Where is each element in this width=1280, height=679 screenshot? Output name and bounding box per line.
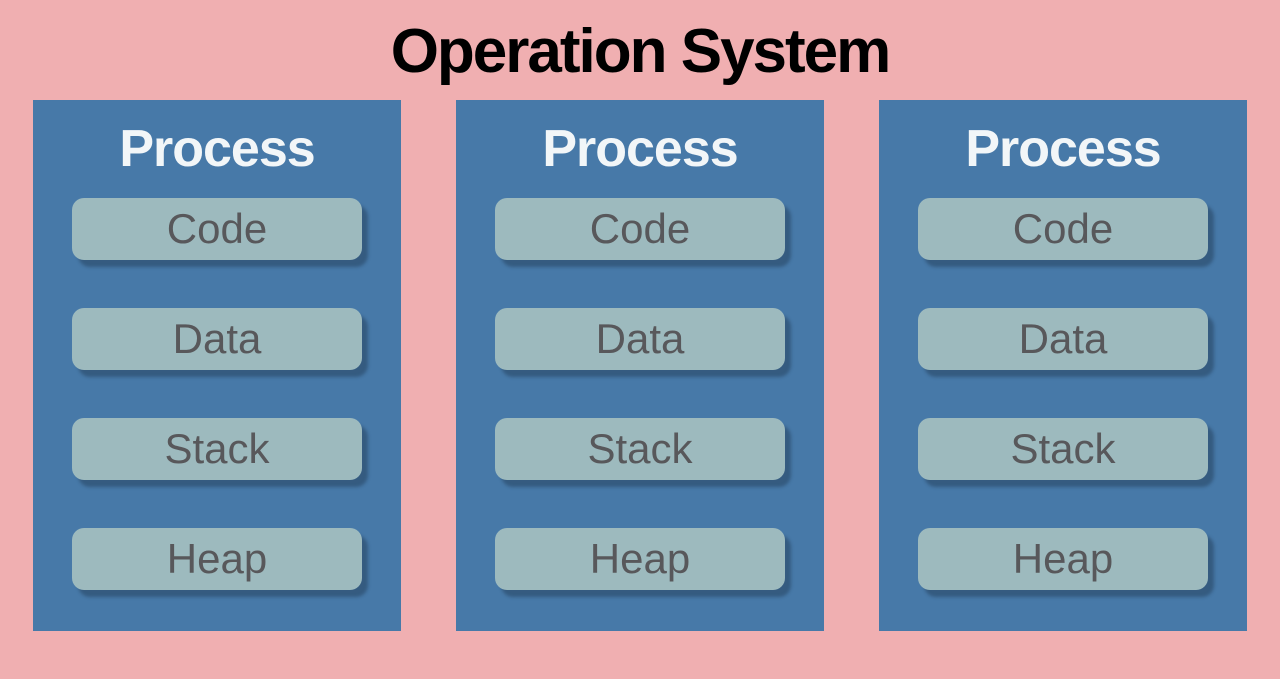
memory-segment-data: Data — [495, 308, 785, 371]
memory-segment-code: Code — [495, 198, 785, 261]
memory-segment-heap: Heap — [495, 528, 785, 591]
memory-segment-heap: Heap — [72, 528, 362, 591]
memory-segment-code: Code — [918, 198, 1208, 261]
memory-segment-stack: Stack — [495, 418, 785, 481]
process-title: Process — [542, 120, 738, 178]
process-box-3: Process Code Data Stack Heap — [879, 100, 1247, 631]
process-box-1: Process Code Data Stack Heap — [33, 100, 401, 631]
memory-segment-data: Data — [72, 308, 362, 371]
memory-segment-heap: Heap — [918, 528, 1208, 591]
diagram-title: Operation System — [390, 17, 892, 86]
memory-segment-data: Data — [918, 308, 1208, 371]
process-title: Process — [119, 120, 315, 178]
process-box-2: Process Code Data Stack Heap — [456, 100, 824, 631]
process-title: Process — [965, 120, 1161, 178]
memory-segment-stack: Stack — [918, 418, 1208, 481]
memory-segment-code: Code — [72, 198, 362, 261]
process-row: Process Code Data Stack Heap Process Cod… — [0, 100, 1280, 631]
memory-segment-stack: Stack — [72, 418, 362, 481]
